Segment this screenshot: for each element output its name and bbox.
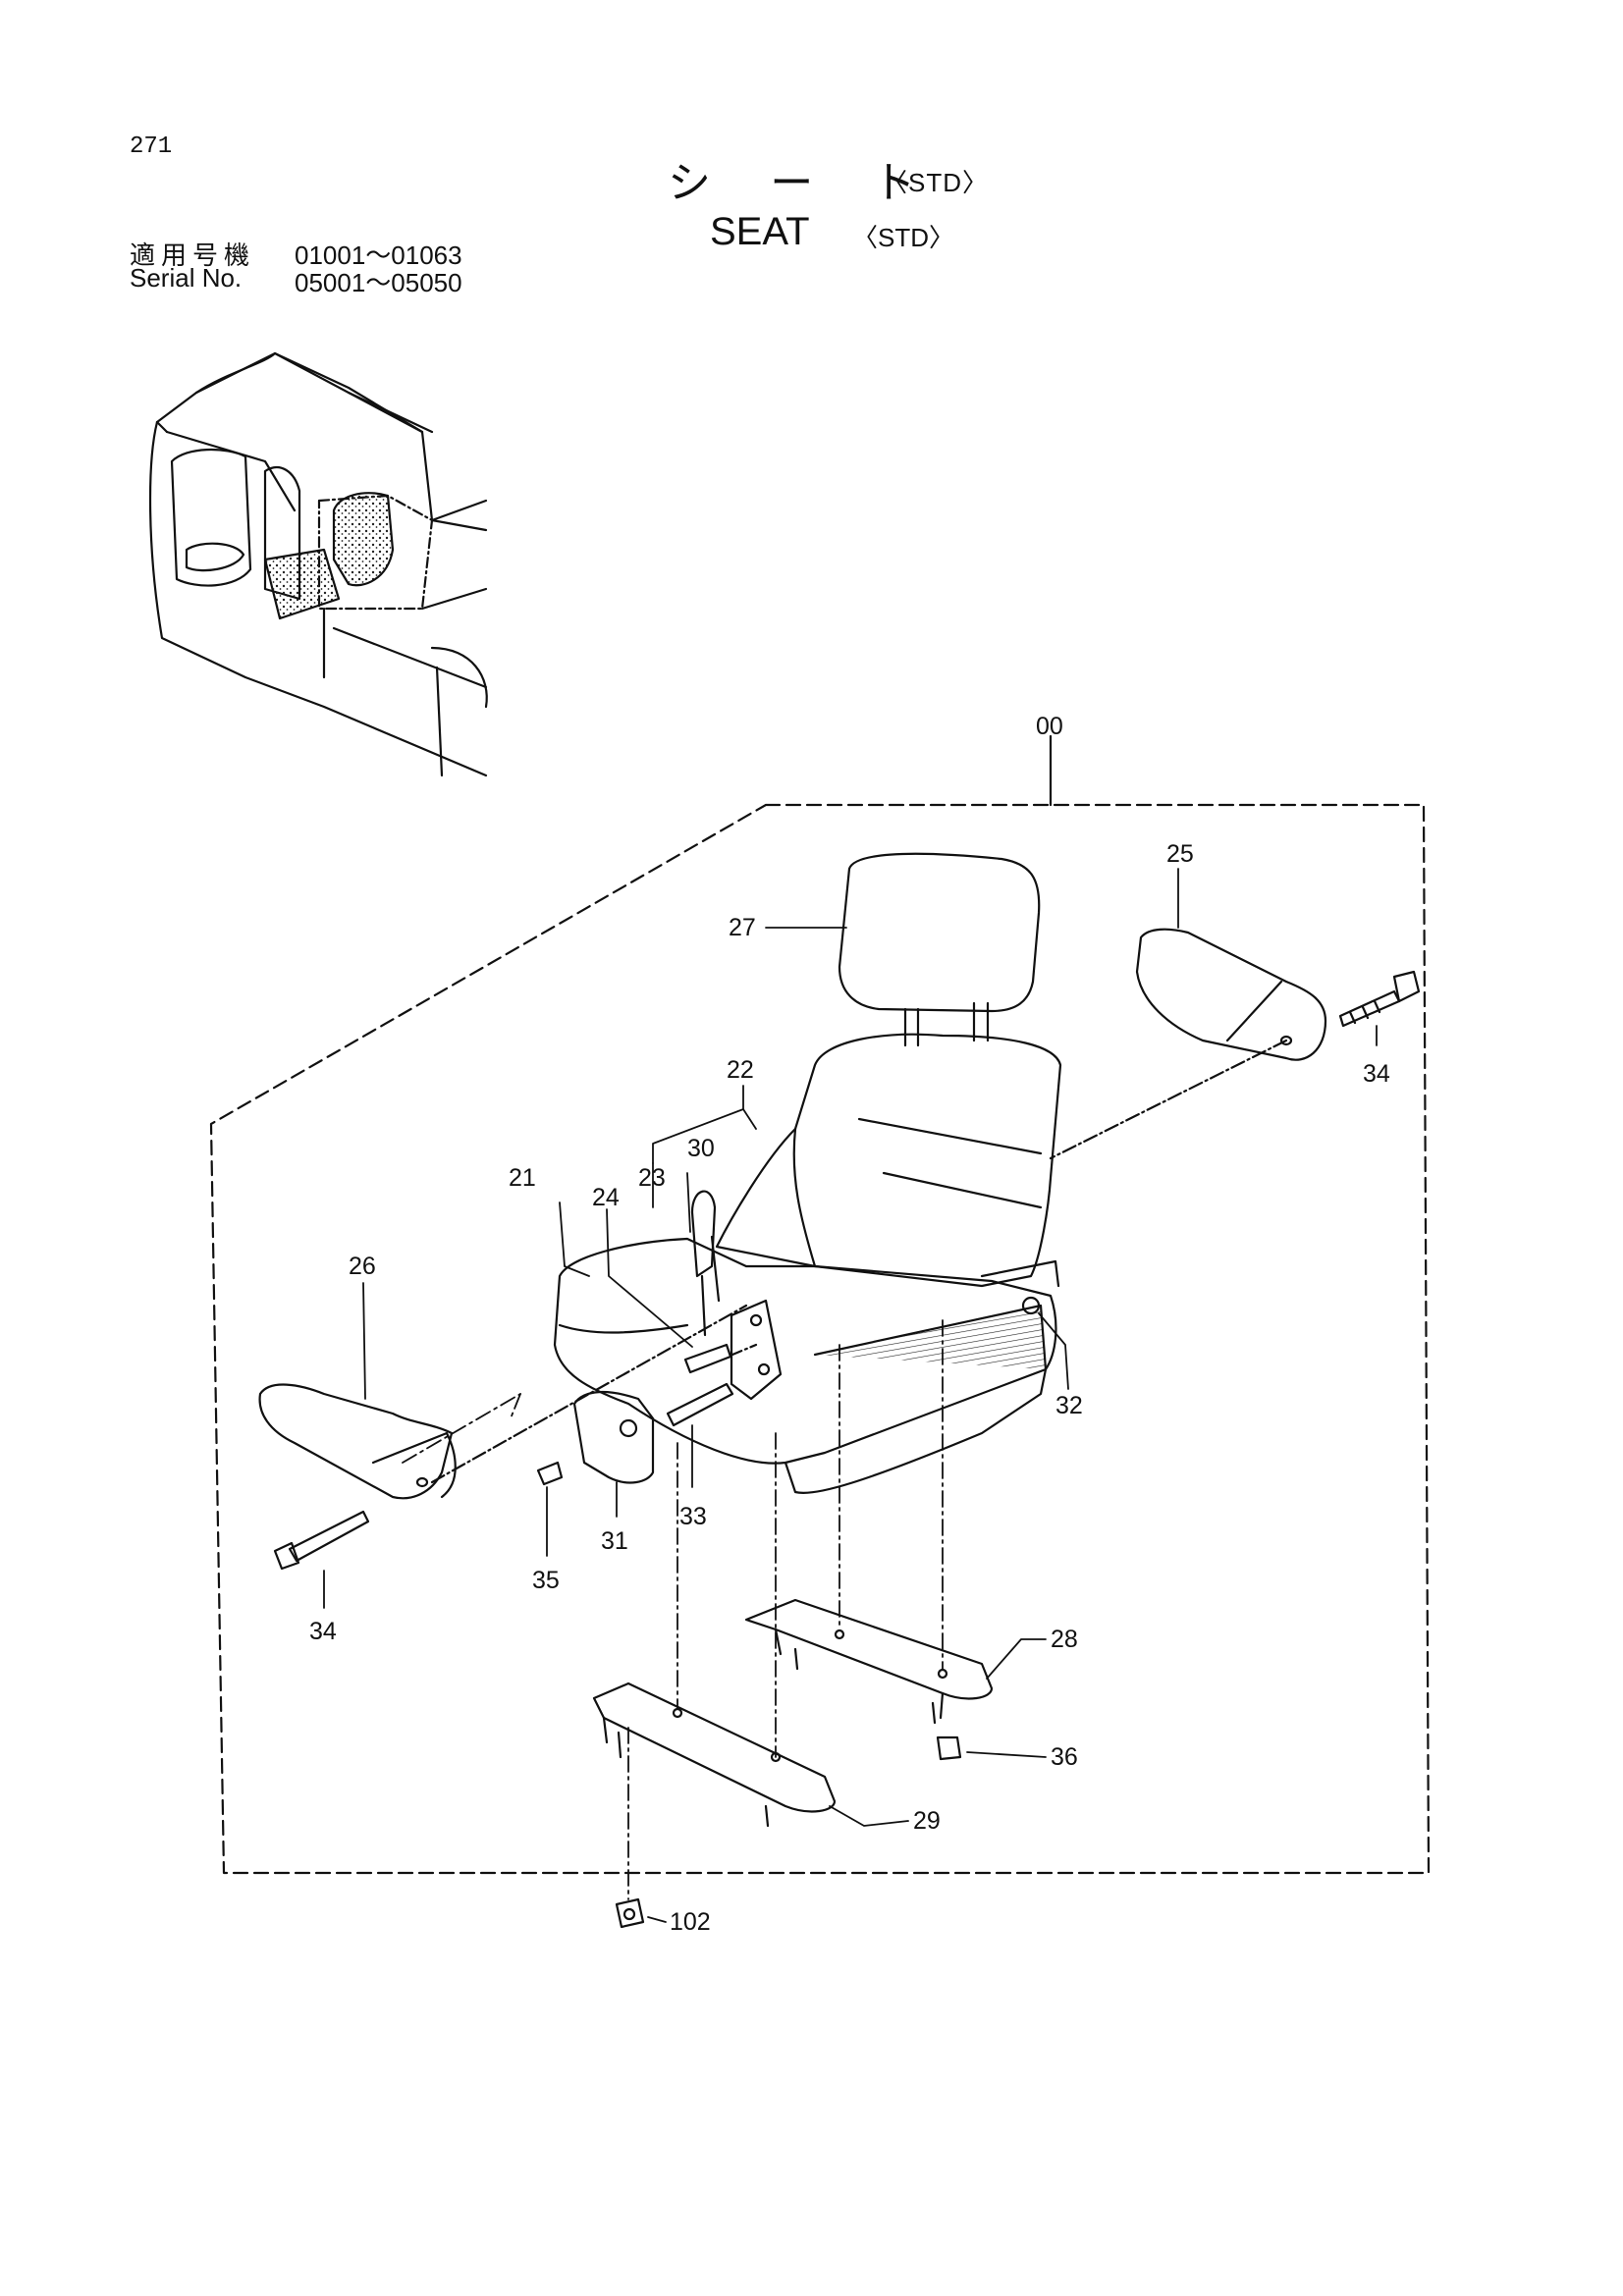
callout-27: 27 [729, 914, 756, 941]
callout-30: 30 [687, 1135, 715, 1162]
callout-33: 33 [679, 1503, 707, 1530]
callout-25: 25 [1166, 840, 1194, 868]
serial-jp-range: 01001～01063 [295, 240, 462, 270]
callout-32: 32 [1055, 1392, 1083, 1419]
title-english-suffix: 〈STD〉 [852, 223, 955, 252]
bolt-36 [936, 1735, 962, 1761]
callout-31: 31 [601, 1527, 628, 1555]
callout-21: 21 [509, 1164, 536, 1192]
page-number: 271 [130, 133, 173, 160]
nut-32 [1021, 1296, 1041, 1315]
armrest-right [1135, 928, 1327, 1061]
bolt-33 [666, 1382, 734, 1427]
callout-34-right: 34 [1363, 1060, 1390, 1088]
callout-36: 36 [1051, 1743, 1078, 1771]
slide-rail-right [744, 1598, 994, 1725]
assembly-boundary [209, 803, 1431, 1875]
cab-locator-illustration [148, 351, 488, 777]
serial-en-label: Serial No. [130, 263, 243, 293]
callout-34-left: 34 [309, 1618, 337, 1645]
seat-cushion [553, 1237, 1060, 1494]
screw-35 [536, 1461, 564, 1486]
seat-back [715, 1033, 1062, 1288]
assembly-centre-lines [402, 1319, 944, 1900]
serial-jp-label: 適用号機 [130, 240, 256, 270]
bolt-right [1338, 970, 1421, 1028]
title-japanese: シ ー ト [668, 159, 940, 207]
callout-29: 29 [913, 1807, 941, 1835]
callout-00: 00 [1036, 713, 1063, 740]
callout-35: 35 [532, 1567, 560, 1594]
side-cover [572, 1390, 655, 1484]
recline-bracket [730, 1299, 783, 1401]
callout-102: 102 [670, 1908, 711, 1936]
callout-labels: 00 25 27 34 22 23 24 30 21 26 32 33 31 3… [309, 713, 1390, 1936]
adjust-lever [690, 1190, 721, 1337]
leader-lines [323, 868, 1378, 1923]
slide-rail-left [592, 1682, 837, 1828]
title-english: SEAT [710, 210, 810, 253]
callout-28: 28 [1051, 1626, 1078, 1653]
title-japanese-suffix: 〈STD〉 [882, 168, 990, 197]
callout-24: 24 [592, 1184, 620, 1211]
bolt-left [273, 1510, 370, 1571]
serial-en-range: 05001～05050 [295, 268, 462, 297]
callout-26: 26 [349, 1253, 376, 1280]
callout-23: 23 [638, 1164, 666, 1192]
headrest [838, 852, 1041, 1047]
armrest-left [258, 1383, 457, 1500]
callout-22: 22 [727, 1056, 754, 1084]
nut-102 [615, 1897, 645, 1929]
bolt-24 [683, 1343, 732, 1374]
